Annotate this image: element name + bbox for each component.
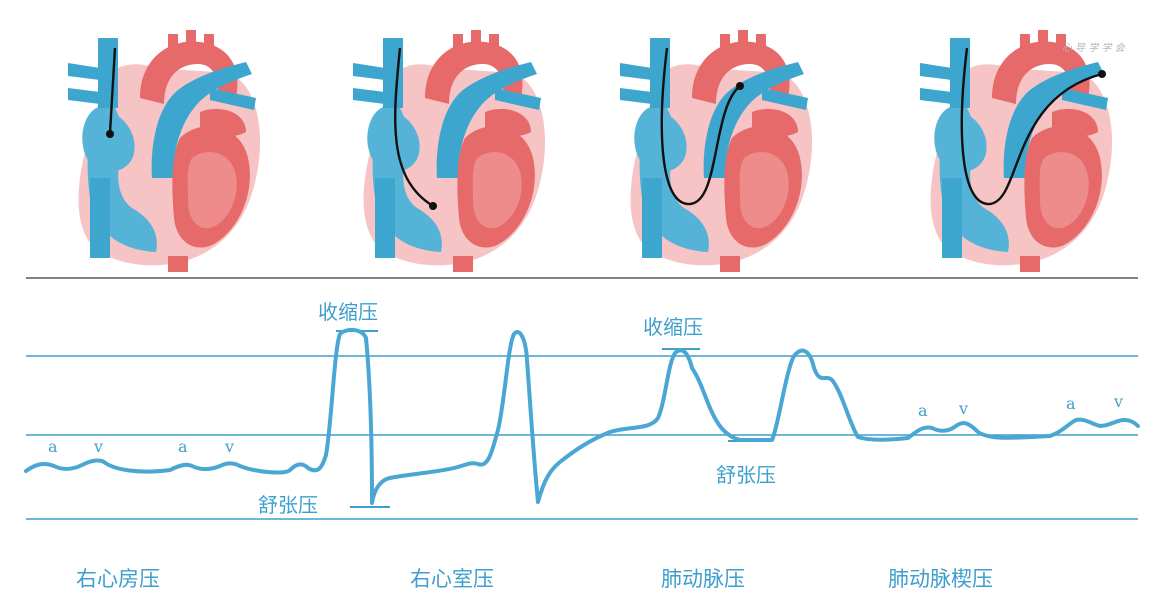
catheter	[660, 47, 744, 206]
pulmonary-trunk	[1003, 62, 1104, 178]
descending-aorta	[720, 256, 740, 272]
left-ventricle-inner	[187, 152, 237, 229]
pa-systolic-label: 收缩压	[643, 315, 703, 339]
heart-illustration-right-atrium	[68, 30, 261, 272]
left-ventricle-inner	[739, 152, 789, 229]
left-atrium	[200, 108, 246, 137]
inferior-vena-cava	[375, 178, 395, 258]
right-atrium	[934, 108, 987, 172]
inferior-vena-cava	[942, 178, 962, 258]
pulmonary-trunk	[151, 62, 252, 178]
catheter	[960, 47, 1106, 206]
pressure-trace-line	[24, 327, 1140, 505]
inferior-vena-cava	[642, 178, 662, 258]
wave-label-v: v	[94, 437, 104, 456]
pa-diastolic-label: 舒张压	[716, 463, 776, 487]
catheter	[394, 47, 437, 210]
pulmonary-branch	[495, 88, 541, 110]
wave-label-a: a	[48, 437, 58, 456]
left-atrium	[752, 108, 798, 137]
pulmonary-branch	[1062, 88, 1108, 110]
inferior-vena-cava	[90, 178, 110, 258]
superior-vena-cava	[383, 38, 403, 108]
left-atrium	[485, 108, 531, 137]
aortic-arch	[992, 41, 1090, 104]
wave-label-a: a	[918, 401, 928, 420]
vein-branch-left	[620, 63, 652, 104]
heart-illustration-wedge	[920, 30, 1113, 272]
pulmonary-branch	[762, 88, 808, 110]
wave-label-v: v	[959, 399, 969, 418]
right-atrium	[367, 108, 420, 172]
heart-illustration-pulmonary-artery	[620, 30, 813, 272]
aortic-arch	[425, 41, 523, 104]
pulmonary-trunk	[436, 62, 537, 178]
vein-branch-left	[68, 63, 100, 104]
left-ventricle-inner	[1039, 152, 1089, 229]
section-label-wedge: 肺动脉楔压	[888, 567, 993, 591]
divider-line	[26, 277, 1138, 279]
aortic-arch	[140, 41, 238, 104]
aortic-branches	[453, 30, 499, 50]
descending-aorta	[168, 256, 188, 272]
vein-branch-left	[353, 63, 385, 104]
vein-branch-left	[920, 63, 952, 104]
descending-aorta	[453, 256, 473, 272]
rv-diastolic-label: 舒张压	[258, 493, 318, 517]
pulmonary-branch	[210, 88, 256, 110]
section-label-pulmonary-artery: 肺动脉压	[661, 567, 745, 591]
aortic-arch	[692, 41, 790, 104]
heart-illustration-right-ventricle	[353, 30, 546, 272]
pressure-waveform	[24, 327, 1140, 520]
aortic-branches	[720, 30, 766, 50]
wave-label-v: v	[225, 437, 235, 456]
aortic-branches	[1020, 30, 1066, 50]
wave-label-v: v	[1114, 392, 1124, 411]
descending-aorta	[1020, 256, 1040, 272]
left-atrium	[1052, 108, 1098, 137]
right-atrium	[82, 108, 135, 172]
left-ventricle-inner	[472, 152, 522, 229]
right-atrium	[634, 108, 687, 172]
rv-systolic-label: 收缩压	[318, 300, 378, 324]
section-label-right-ventricle: 右心室压	[410, 567, 494, 591]
watermark: 心 导 学 学 会	[1062, 43, 1125, 54]
catheter	[106, 47, 117, 138]
wave-label-a: a	[178, 437, 188, 456]
aortic-branches	[168, 30, 214, 50]
section-label-right-atrium: 右心房压	[76, 567, 160, 591]
wave-label-a: a	[1066, 394, 1076, 413]
